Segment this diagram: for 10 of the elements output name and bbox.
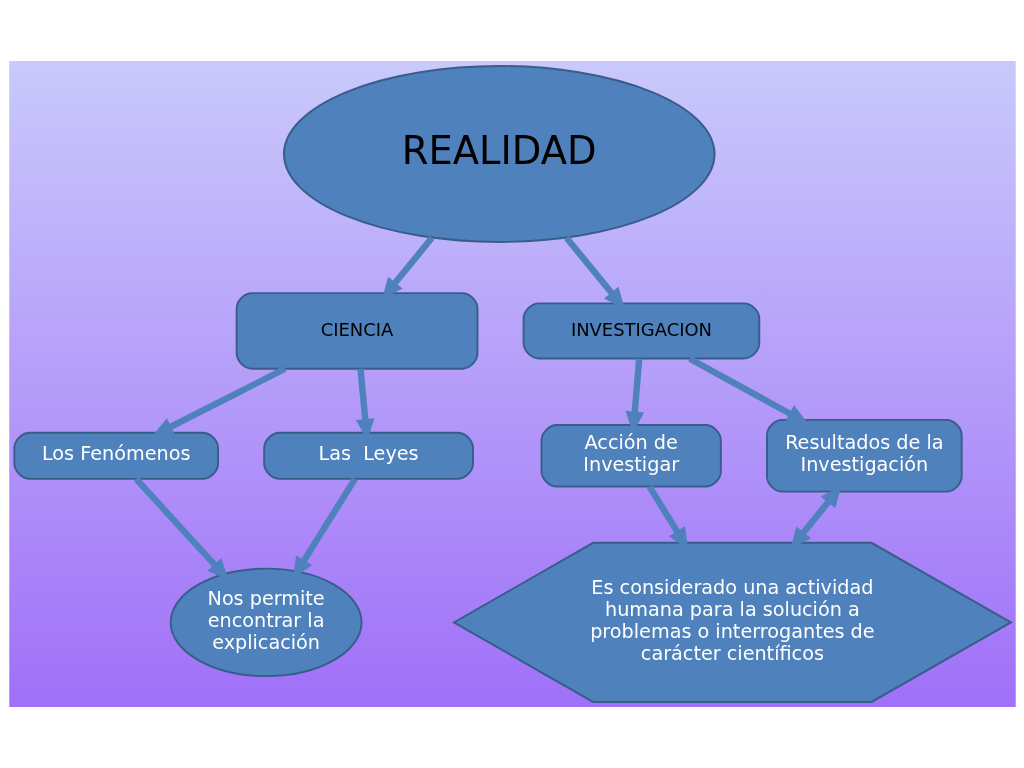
node-box: Resultados de la Investigación <box>765 418 963 493</box>
node-ellipse: Nos permite encontrar la explicación <box>169 567 362 678</box>
node-ellipse: REALIDAD <box>282 65 715 243</box>
node-box: Los Fenómenos <box>12 431 219 480</box>
node-box: Acción de Investigar <box>540 424 722 488</box>
node-box: CIENCIA <box>235 292 478 370</box>
node-box: INVESTIGACION <box>522 302 760 360</box>
node-box: Las Leyes <box>262 431 474 480</box>
arrow <box>687 355 808 424</box>
arrow <box>151 365 287 437</box>
